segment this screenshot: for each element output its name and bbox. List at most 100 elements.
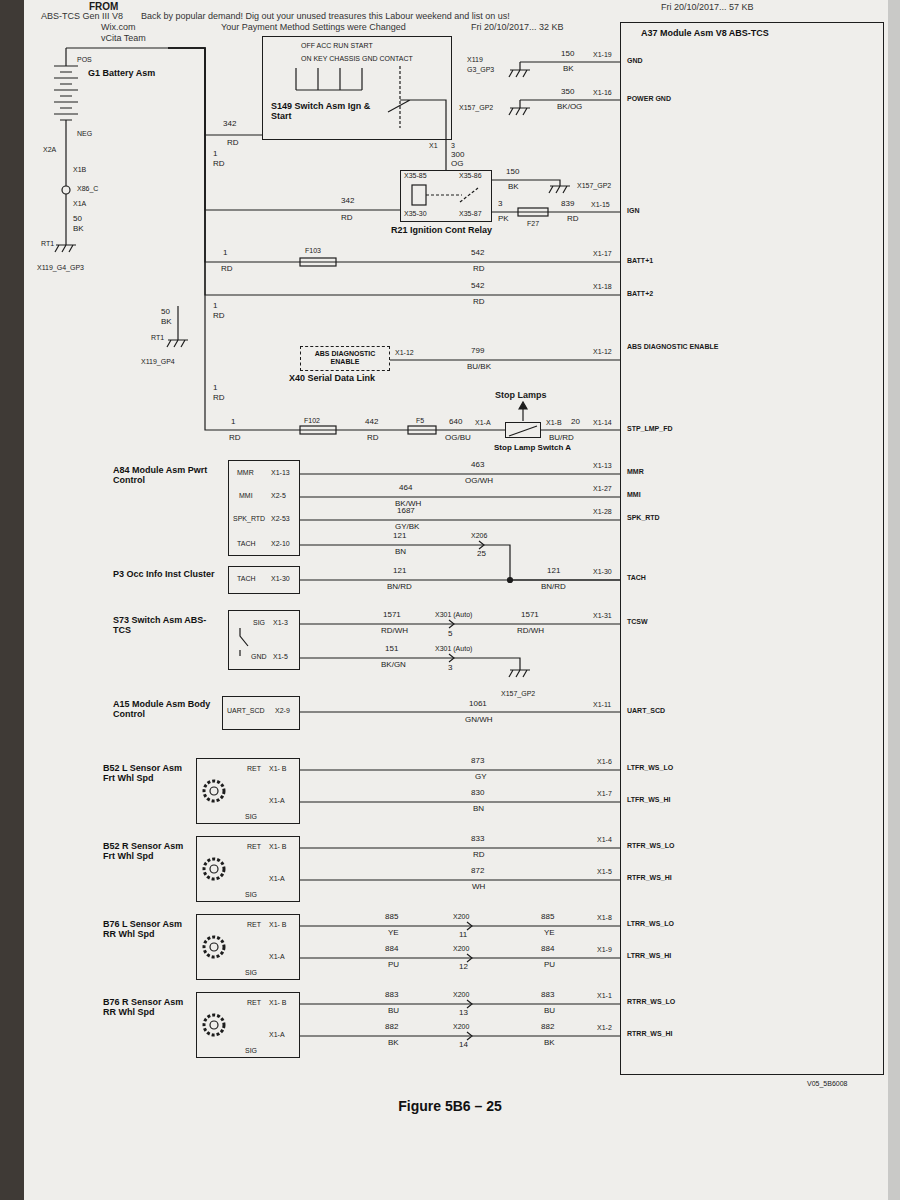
wire-label: 1687 [396,507,416,516]
wire-label: BK [160,318,173,327]
wire-label: RD [472,851,486,860]
header-text: Wix.com [100,23,137,33]
wire-label: RD [472,298,486,307]
wire-label: 121 [546,567,561,576]
component-name: B76 R Sensor Asm RR Whl Spd [103,997,191,1018]
wire-label: 150 [560,50,575,59]
pin-label: X1-14 [592,419,613,427]
pin-label: X1-12 [394,349,415,357]
pin-label: SPK_RTD [232,515,266,523]
pin-label: RET [246,921,262,929]
splice-dot [508,578,513,583]
wire [300,769,620,770]
relay-contact [426,188,478,202]
ground-symbol [549,186,570,193]
ground-wire [300,658,520,670]
pin-name: MMR [626,468,645,476]
wire [492,211,620,212]
pin-label: RET [246,843,262,851]
component-name: A84 Module Asm Pwrt Control [113,465,223,486]
wire-label: BU [387,1007,400,1016]
wire-label: RD [340,214,354,223]
pin-name: BATT+1 [626,257,654,265]
wire [168,48,620,262]
relay-coil [412,185,426,205]
pin-label: SIG [252,619,266,627]
pin-label: SIG [244,969,258,977]
pin-label: X1-3 [272,619,289,627]
pin-label: X2-5 [270,492,287,500]
wire-label: 121 [392,567,407,576]
wire-label: 1 [230,418,236,427]
battery-assembly: G1 Battery Asm [48,40,168,158]
pin-label: F103 [304,247,322,255]
wire [300,545,620,580]
header-text: FROM [88,1,119,12]
wire [300,801,620,802]
wire-label: PU [543,961,556,970]
pin-name: UART_SCD [626,707,666,715]
wire-label: RD [212,394,226,403]
component-name: B52 R Sensor Asm Frt Whl Spd [103,841,191,862]
leader-arrow [522,408,523,421]
wire-label: 883 [540,991,555,1000]
wire-label: OG/BU [444,434,472,443]
wire-label: RD [366,434,380,443]
serial-data-link: ABS DIAGNOSTIC ENABLEX40 Serial Data Lin… [300,346,390,371]
pin-name: BATT+2 [626,290,654,298]
pin-label: X35-85 [403,172,428,180]
pin-label: SIG [244,1047,258,1055]
pin-label: X1- B [268,765,288,773]
wire-label: 300 [450,151,465,160]
wire-label: RD [212,160,226,169]
wire-label: BN/RD [386,583,413,592]
pin-label: X200 [452,991,470,999]
wire-label: 542 [470,249,485,258]
wire-label: 1 [212,384,218,393]
pin-label: X1- B [268,843,288,851]
wire-label: WH [471,883,486,892]
pin-label: ON KEY CHASSIS GND CONTACT [300,55,414,63]
wire-label: RD [566,215,580,224]
component-name: A37 Module Asm V8 ABS-TCS [641,28,871,38]
pin-label: X1-19 [592,51,613,59]
component-name: Stop Lamp Switch A [494,443,580,452]
pin-label: X1-13 [270,469,291,477]
wire [300,1035,620,1036]
pin-name: STP_LMP_FD [626,425,674,433]
wire [445,140,446,170]
wire-label: 1 [212,150,218,159]
wire-label: 3 [497,200,503,209]
ground-symbol [509,70,530,77]
gear-symbol [210,787,218,795]
pin-label: X35-30 [403,210,428,218]
pin-label: NEG [76,130,93,138]
pin-label: X1-13 [592,462,613,470]
component-name: B76 L Sensor Asm RR Whl Spd [103,919,191,940]
pin-label: X1-2 [596,1024,613,1032]
wire [300,879,620,880]
wire-label: 885 [540,913,555,922]
wire-label: 151 [384,645,399,654]
wire-label: 3 [447,664,453,673]
wire-label: RD/WH [516,627,545,636]
wire-label: RD [226,139,240,148]
connector-symbol [62,186,70,194]
wire-label: 1571 [520,611,540,620]
pin-label: X157_GP2 [500,690,536,698]
pin-label: F102 [303,417,321,425]
wire-label: 1061 [468,700,488,709]
wire-label: 50 [72,215,83,224]
wire-label: BK [562,65,575,74]
pin-label: X200 [452,1023,470,1031]
wire-label: 872 [470,867,485,876]
gear-symbol [210,1021,218,1029]
gear-symbol [204,781,224,801]
pin-label: X200 [452,913,470,921]
pin-label: X1-A [268,953,286,961]
wire [300,711,620,712]
wire [300,623,620,624]
pin-name: RTRR_WS_HI [626,1030,674,1038]
wire-label: PK [497,215,510,224]
pin-label: X1-30 [270,575,291,583]
